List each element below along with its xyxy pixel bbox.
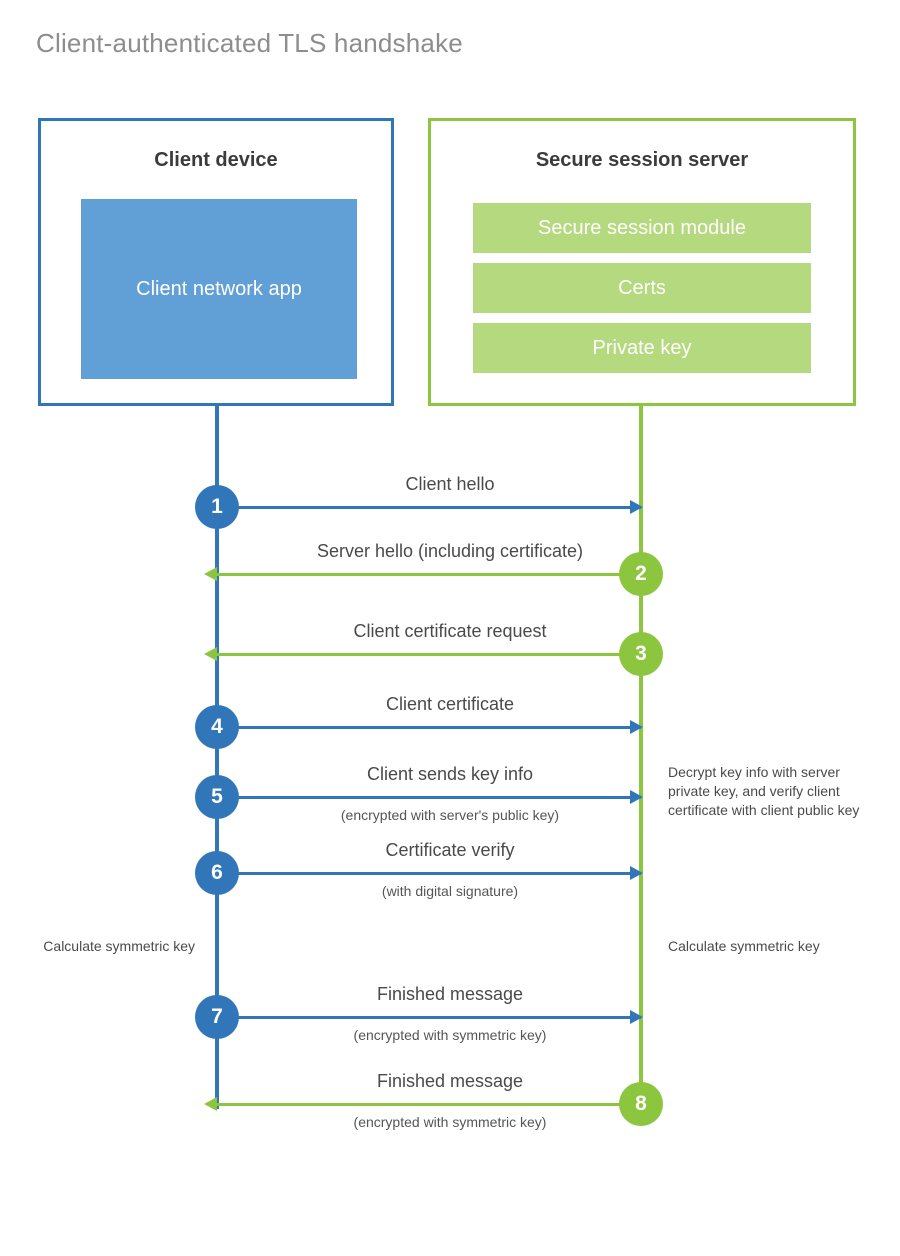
step-badge-2: 2 (619, 552, 663, 596)
step-badge-1: 1 (195, 485, 239, 529)
client-device-title: Client device (154, 149, 278, 171)
message-line-3 (217, 653, 641, 656)
secure-session-server-title: Secure session server (535, 149, 749, 171)
server-component-secure-session-module: Secure session module (473, 203, 811, 253)
arrowhead-icon-8 (204, 1097, 217, 1111)
server-calculate-note: Calculate symmetric key (668, 938, 820, 954)
message-line-2 (217, 573, 641, 576)
message-line-7 (217, 1016, 641, 1019)
arrowhead-icon-5 (630, 790, 643, 804)
step-badge-4: 4 (195, 705, 239, 749)
message-line-5 (217, 796, 641, 799)
message-label-8: Finished message (376, 1071, 524, 1091)
message-label-7: Finished message (376, 984, 524, 1004)
message-label-4: Client certificate (385, 694, 515, 714)
server-decrypt-note: Decrypt key info with server private key… (668, 764, 860, 818)
client-lifeline (215, 403, 219, 1109)
arrowhead-icon-1 (630, 500, 643, 514)
step-badge-5: 5 (195, 775, 239, 819)
message-line-4 (217, 726, 641, 729)
server-lifeline (639, 403, 643, 1109)
client-network-app-box: Client network app (81, 199, 357, 379)
message-line-1 (217, 506, 641, 509)
step-badge-7: 7 (195, 995, 239, 1039)
secure-session-server-box: Secure session server Secure session mod… (428, 118, 856, 406)
server-component-private-key: Private key (473, 323, 811, 373)
step-badge-8: 8 (619, 1082, 663, 1126)
message-sublabel-7: (encrypted with symmetric key) (353, 1027, 547, 1043)
arrowhead-icon-3 (204, 647, 217, 661)
message-label-2: Server hello (including certificate) (316, 541, 584, 561)
server-component-certs: Certs (473, 263, 811, 313)
message-label-6: Certificate verify (385, 840, 515, 860)
message-sublabel-5: (encrypted with server's public key) (340, 807, 560, 823)
message-line-6 (217, 872, 641, 875)
message-sublabel-8: (encrypted with symmetric key) (353, 1114, 547, 1130)
client-device-box: Client device Client network app (38, 118, 394, 406)
step-badge-3: 3 (619, 632, 663, 676)
message-label-5: Client sends key info (366, 764, 534, 784)
arrowhead-icon-6 (630, 866, 643, 880)
client-calculate-note: Calculate symmetric key (43, 938, 195, 954)
message-label-3: Client certificate request (353, 621, 547, 641)
message-sublabel-6: (with digital signature) (381, 883, 519, 899)
page-title: Client-authenticated TLS handshake (36, 28, 463, 58)
arrowhead-icon-4 (630, 720, 643, 734)
step-badge-6: 6 (195, 851, 239, 895)
message-label-1: Client hello (405, 474, 495, 494)
arrowhead-icon-2 (204, 567, 217, 581)
message-line-8 (217, 1103, 641, 1106)
arrowhead-icon-7 (630, 1010, 643, 1024)
